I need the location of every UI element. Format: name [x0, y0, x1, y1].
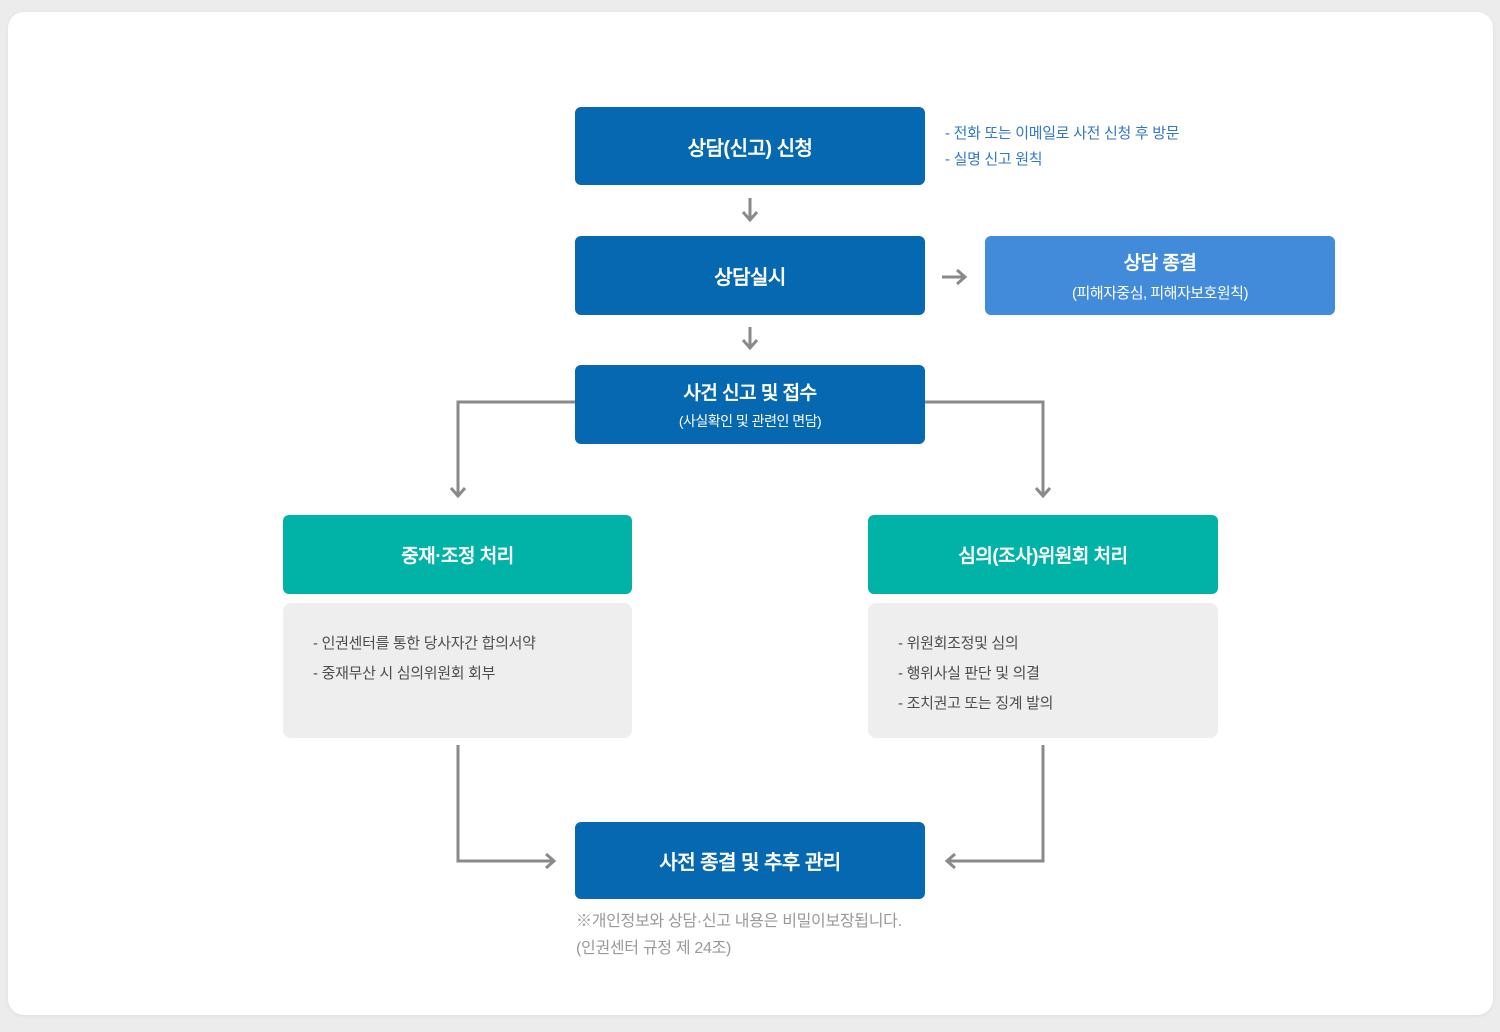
- node-closure: 사전 종결 및 추후 관리: [575, 822, 925, 899]
- node-counsel-end: 상담 종결 (피해자중심, 피해자보호원칙): [985, 236, 1335, 315]
- note-line: - 인권센터를 통한 당사자간 합의서약: [313, 635, 536, 652]
- node-title: 상담(신고) 신청: [687, 137, 813, 160]
- node-title: 사건 신고 및 접수: [683, 383, 817, 404]
- node-title: 중재·조정 처리: [401, 546, 514, 567]
- note-line: - 위원회조정및 심의: [898, 635, 1019, 652]
- apply-note-line: - 전화 또는 이메일로 사전 신청 후 방문: [945, 125, 1180, 142]
- apply-note-line: - 실명 신고 원칙: [945, 151, 1043, 168]
- node-subtitle: (피해자중심, 피해자보호원칙): [1072, 285, 1248, 302]
- footnote-line: ※개인정보와 상담·신고 내용은 비밀이보장됩니다.: [576, 913, 902, 930]
- apply-side-notes: - 전화 또는 이메일로 사전 신청 후 방문 - 실명 신고 원칙: [945, 121, 1180, 173]
- privacy-footnote: ※개인정보와 상담·신고 내용은 비밀이보장됩니다. (인권센터 규정 제 24…: [576, 908, 902, 962]
- footnote-line: (인권센터 규정 제 24조): [576, 940, 732, 957]
- node-committee: 심의(조사)위원회 처리: [868, 515, 1218, 594]
- node-title: 상담실시: [714, 267, 786, 289]
- node-mediation: 중재·조정 처리: [283, 515, 632, 594]
- node-counsel-apply: 상담(신고) 신청: [575, 107, 925, 185]
- node-counsel-run: 상담실시: [575, 236, 925, 315]
- mediation-notes-box: - 인권센터를 통한 당사자간 합의서약 - 중재무산 시 심의위원회 회부: [283, 603, 632, 738]
- note-line: - 행위사실 판단 및 의결: [898, 665, 1040, 682]
- node-title: 사전 종결 및 추후 관리: [659, 852, 841, 874]
- node-title: 심의(조사)위원회 처리: [958, 546, 1128, 567]
- node-case-report: 사건 신고 및 접수 (사실확인 및 관련인 면담): [575, 365, 925, 444]
- node-subtitle: (사실확인 및 관련인 면담): [678, 413, 822, 429]
- committee-notes-box: - 위원회조정및 심의 - 행위사실 판단 및 의결 - 조치권고 또는 징계 …: [868, 603, 1218, 738]
- note-line: - 중재무산 시 심의위원회 회부: [313, 665, 496, 682]
- node-title: 상담 종결: [1123, 253, 1197, 274]
- note-line: - 조치권고 또는 징계 발의: [898, 695, 1054, 712]
